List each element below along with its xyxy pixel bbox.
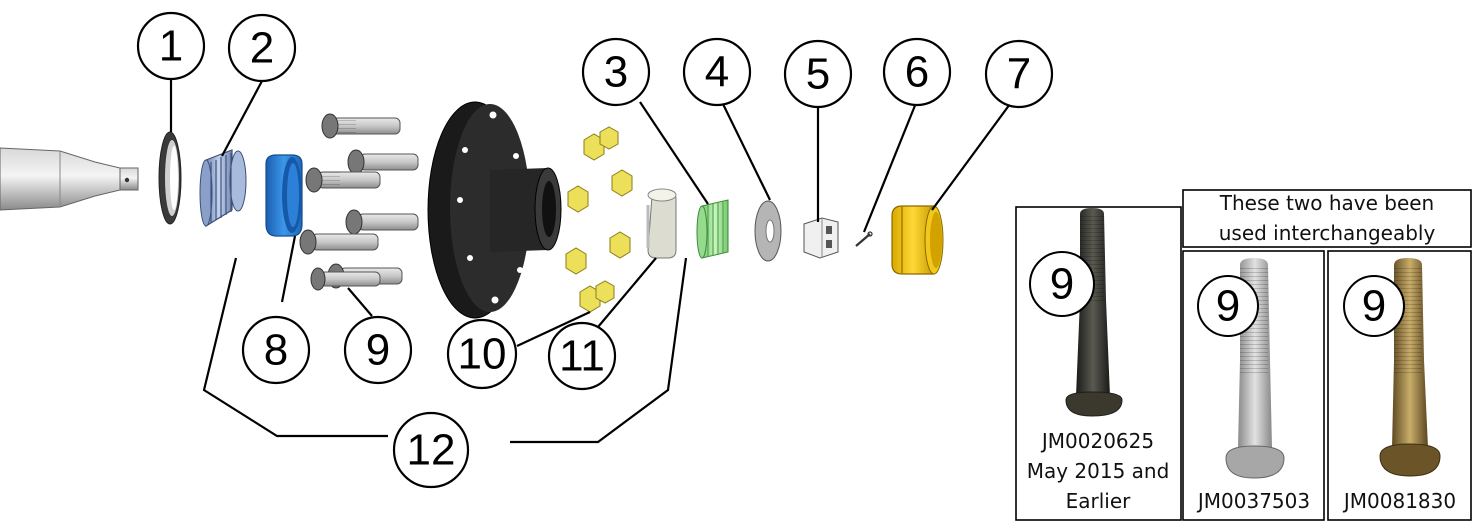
callout-5-label: 5 <box>806 50 830 99</box>
stud-c <box>305 167 381 193</box>
stud-panel-header: These two have been used interchangeably <box>1182 189 1472 248</box>
callout-11: 11 <box>547 321 617 391</box>
stud-left-number: 9 <box>1050 260 1074 309</box>
callout-8: 8 <box>241 315 311 385</box>
stud-panel-left: 9 JM0020625 May 2015 and Earlier <box>1015 206 1182 521</box>
outer-race-part <box>646 188 677 259</box>
grease-seal-part <box>158 131 182 225</box>
stud-left-note-line1: May 2015 and <box>1027 459 1170 483</box>
callout-6: 6 <box>882 37 952 107</box>
callout-2: 2 <box>227 13 297 83</box>
castle-nut-part <box>803 217 839 259</box>
callout-1-label: 1 <box>159 22 183 71</box>
callout-4-label: 4 <box>705 48 729 97</box>
callout-6-label: 6 <box>905 48 929 97</box>
callout-4: 4 <box>682 37 752 107</box>
callout-11-label: 11 <box>559 332 605 381</box>
callout-10-label: 10 <box>458 330 507 379</box>
hub-part <box>427 101 562 319</box>
callout-10: 10 <box>446 318 518 390</box>
callout-1: 1 <box>136 11 206 81</box>
stud-middle-number: 9 <box>1216 282 1240 331</box>
stud-d <box>345 209 419 235</box>
stud-right-part-number: JM0081830 <box>1342 489 1456 513</box>
stud-left-note-line2: Earlier <box>1066 489 1132 513</box>
wheel-studs-part <box>299 113 419 291</box>
spindle-part <box>0 147 139 211</box>
interchangeable-header-line1: These two have been <box>1219 191 1434 215</box>
stud-a <box>321 113 401 139</box>
inner-bearing-part <box>199 149 247 228</box>
callout-9-label: 9 <box>366 326 390 375</box>
callout-8-label: 8 <box>264 326 288 375</box>
stud-b <box>347 149 419 175</box>
callout-9: 9 <box>343 315 413 385</box>
callout-12-label: 12 <box>407 426 456 475</box>
cotter-pin-part <box>855 231 873 247</box>
callout-7: 7 <box>984 39 1054 109</box>
dust-cap-part <box>891 205 944 275</box>
inner-race-part <box>265 154 303 237</box>
stud-panel-middle: 9 JM0037503 <box>1182 250 1325 521</box>
callout-3: 3 <box>581 37 651 107</box>
callout-5: 5 <box>783 39 853 109</box>
stud-right-number: 9 <box>1362 282 1386 331</box>
interchangeable-header-line2: used interchangeably <box>1219 221 1436 245</box>
stud-panel-right: 9 JM0081830 <box>1327 250 1472 521</box>
washer-part <box>754 200 782 262</box>
stud-e <box>299 229 379 255</box>
lug-nuts-part <box>565 126 633 313</box>
stud-left-part-number: JM0020625 <box>1040 429 1154 453</box>
callout-7-label: 7 <box>1007 50 1031 99</box>
outer-bearing-part <box>696 199 729 259</box>
callout-2-label: 2 <box>250 24 274 73</box>
stud-middle-part-number: JM0037503 <box>1196 489 1310 513</box>
stud-g <box>310 267 381 291</box>
leader-lines <box>169 79 1011 444</box>
callout-12: 12 <box>392 411 470 489</box>
callout-3-label: 3 <box>604 48 628 97</box>
